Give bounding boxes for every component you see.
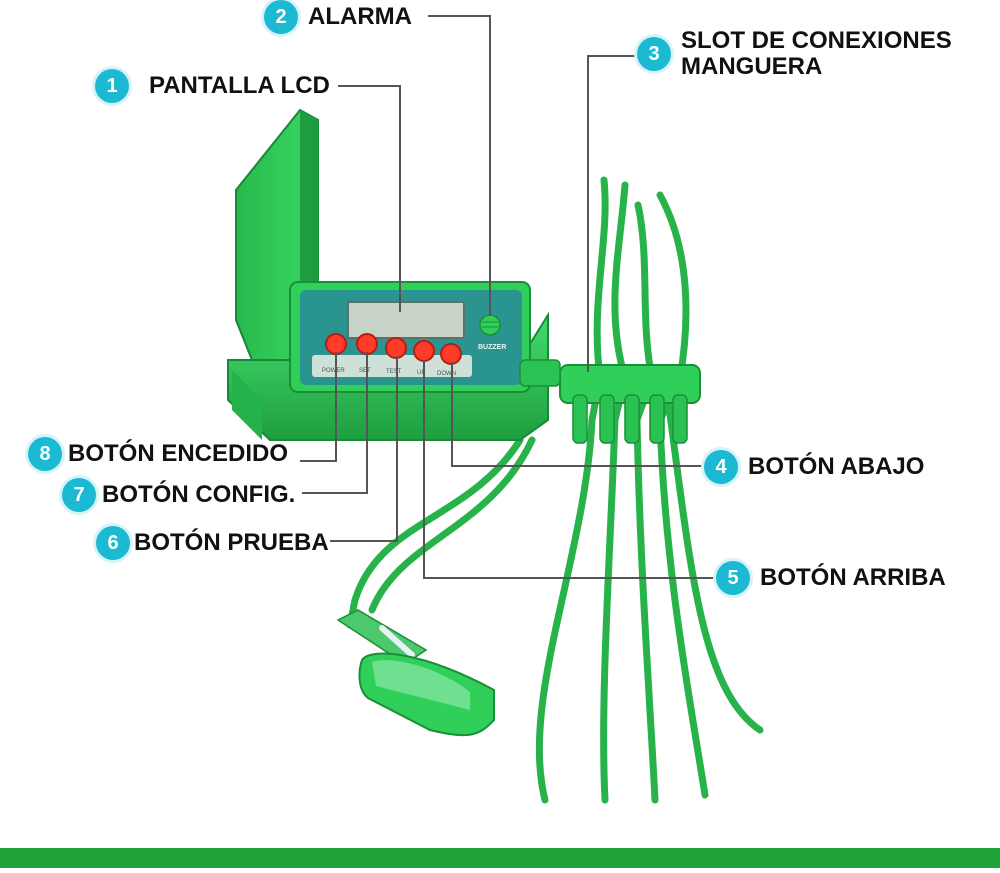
- test-key-label: TEST: [386, 369, 402, 375]
- callout-4: 4 BOTÓN ABAJO: [704, 450, 924, 484]
- callout-7: 7 BOTÓN CONFIG.: [62, 478, 295, 512]
- leader-1: [338, 85, 401, 312]
- up-key-label: UP: [417, 370, 425, 376]
- device-body: BUZZER POWER SET TEST UP DOWN: [227, 281, 561, 441]
- leader-5: [423, 360, 716, 579]
- badge-1: 1: [95, 69, 129, 103]
- callout-5: 5 BOTÓN ARRIBA: [716, 561, 946, 595]
- hose-1: [535, 176, 609, 804]
- label-boton-abajo: BOTÓN ABAJO: [748, 452, 925, 480]
- hose-manifold: [559, 364, 701, 444]
- set-button: [356, 333, 378, 355]
- sensor-cable-b: [368, 436, 536, 614]
- hoses: [346, 176, 764, 804]
- up-button: [413, 340, 435, 362]
- label-slot-conexiones: SLOT DE CONEXIONES MANGUERA: [681, 27, 952, 81]
- leader-lines: [300, 15, 716, 579]
- down-button: [440, 343, 462, 365]
- power-button: [325, 333, 347, 355]
- badge-2: 2: [264, 0, 298, 34]
- hose-2: [600, 181, 629, 804]
- set-key-label: SET: [359, 368, 371, 374]
- label-alarma: ALARMA: [308, 2, 412, 30]
- badge-8: 8: [28, 437, 62, 471]
- callout-3: 3 SLOT DE CONEXIONES MANGUERA: [637, 27, 971, 81]
- water-sensor: [336, 609, 495, 737]
- callout-8: 8 BOTÓN ENCEDIDO: [28, 437, 288, 471]
- label-boton-config: BOTÓN CONFIG.: [102, 480, 296, 508]
- power-key-label: POWER: [322, 368, 345, 374]
- badge-6: 6: [96, 526, 130, 560]
- buzzer-icon: [479, 314, 501, 336]
- bottom-green-bar: [0, 848, 1000, 868]
- badge-7: 7: [62, 478, 96, 512]
- label-boton-encendido: BOTÓN ENCEDIDO: [68, 439, 289, 467]
- callout-2: 2 ALARMA: [264, 0, 412, 34]
- leader-8: [300, 352, 337, 462]
- hose-3: [633, 201, 659, 804]
- down-key-label: DOWN: [437, 371, 456, 377]
- lcd-screen: [347, 301, 465, 339]
- label-pantalla-lcd: PANTALLA LCD: [149, 71, 330, 99]
- leader-3: [587, 55, 636, 372]
- sensor-cable-a: [346, 436, 524, 629]
- leader-2: [428, 15, 491, 316]
- hose-4: [656, 191, 709, 799]
- leader-6: [330, 356, 398, 542]
- leader-4: [451, 362, 704, 467]
- callout-1: 1 PANTALLA LCD: [95, 69, 330, 103]
- label-boton-arriba: BOTÓN ARRIBA: [760, 563, 946, 591]
- hose-5: [664, 396, 764, 734]
- test-button: [385, 337, 407, 359]
- badge-4: 4: [704, 450, 738, 484]
- label-boton-prueba: BOTÓN PRUEBA: [134, 528, 329, 556]
- callout-6: 6 BOTÓN PRUEBA: [96, 526, 329, 560]
- leader-7: [302, 352, 368, 494]
- badge-3: 3: [637, 37, 671, 72]
- badge-5: 5: [716, 561, 750, 595]
- buzzer-label: BUZZER: [478, 344, 506, 351]
